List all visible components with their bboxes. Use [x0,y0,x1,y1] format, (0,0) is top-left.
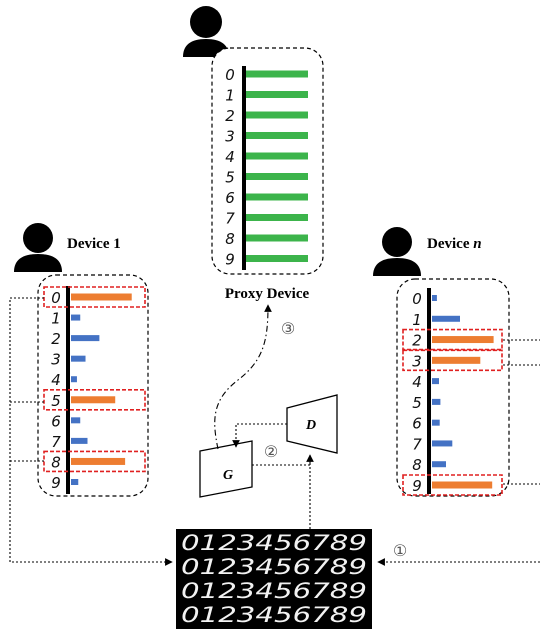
proxy-digit-label: 3 [225,128,235,146]
devicen-digit-label: 1 [412,311,422,329]
device1-digit-label: 3 [51,351,61,369]
proxy-digit-label: 4 [225,148,235,166]
generator-label: G [223,468,233,483]
device1-bar [71,417,80,423]
proxy-bar [246,71,308,78]
step-1-marker: ① [393,541,407,560]
proxy-digit-label: 2 [225,107,235,125]
mnist-row: 0123456789 [181,603,367,627]
proxy-digit-label: 9 [225,251,235,269]
device1-highlighted-bar [71,458,125,465]
device1-label: Device 1 [67,236,121,252]
proxy-bar [246,214,308,221]
proxy-bar [246,153,308,160]
devicen-highlighted-bar [432,482,492,489]
devicen-label-prefix: Device [427,236,473,252]
proxy-digit-label: 5 [225,169,235,187]
step-3-marker: ③ [281,319,295,338]
devicen-digit-label: 4 [412,373,422,391]
devicen-digit-label: 3 [412,352,422,370]
device1-digit-label: 5 [51,392,61,410]
proxy-person-icon [183,6,229,57]
device1-bar [71,315,80,321]
device1-person-icon [14,223,62,272]
devicen-bar [432,461,446,467]
devicen-highlighted-bar [432,336,494,343]
devicen-bar [432,440,452,446]
device1-digit-label: 6 [51,412,61,430]
devicen-digit-label: 9 [412,477,422,495]
proxy-digit-label: 7 [225,210,235,228]
proxy-bar [246,194,308,201]
proxy-digit-label: 6 [225,189,235,207]
proxy-digit-label: 0 [225,66,235,84]
proxy-device-label: Proxy Device [225,286,310,302]
devicen-digit-label: 5 [412,394,422,412]
devicen-bar [432,295,437,301]
device1-highlighted-bar [71,294,132,301]
devicen-highlighted-bar [432,357,480,364]
devicen-bar [432,378,439,384]
g-to-proxy-connector [215,305,268,449]
devicen-bar [432,316,460,322]
device1-bar [71,356,86,362]
device1-bar [71,335,99,341]
proxy-digit-label: 8 [225,230,235,248]
mnist-row: 0123456789 [181,531,367,555]
devicen-digit-label: 8 [412,456,422,474]
proxy-bar [246,112,308,119]
devicen-digit-label: 6 [412,415,422,433]
proxy-bar [246,91,308,98]
devicen-digit-label: 2 [412,332,422,350]
devicen-digit-label: 0 [412,290,422,308]
device1-digit-label: 9 [51,474,61,492]
device1-digit-label: 0 [51,289,61,307]
device1-digit-label: 2 [51,330,61,348]
mnist-row: 0123456789 [181,555,367,579]
g-to-d-connector [252,455,310,465]
proxy-bar [246,255,308,262]
device1-digit-label: 4 [51,371,61,389]
device1-digit-label: 8 [51,453,61,471]
proxy-digit-label: 1 [225,87,235,105]
devicen-person-icon [373,227,421,276]
devicen-bar [432,399,440,405]
proxy-bar [246,132,308,139]
devicen-label: Device n [427,236,482,252]
proxy-bar [246,235,308,242]
devicen-label-var: n [473,236,481,252]
mnist-row: 0123456789 [181,579,367,603]
step-2-marker: ② [264,442,278,461]
proxy-bar [246,173,308,180]
device1-bar [71,376,77,382]
discriminator-label: D [305,418,316,433]
device1-bar [71,438,88,444]
device1-digit-label: 7 [51,433,61,451]
device1-highlighted-bar [71,396,115,403]
devicen-digit-label: 7 [412,435,422,453]
device1-bar [71,479,78,485]
devicen-bar [432,420,440,426]
device1-digit-label: 1 [51,310,61,328]
